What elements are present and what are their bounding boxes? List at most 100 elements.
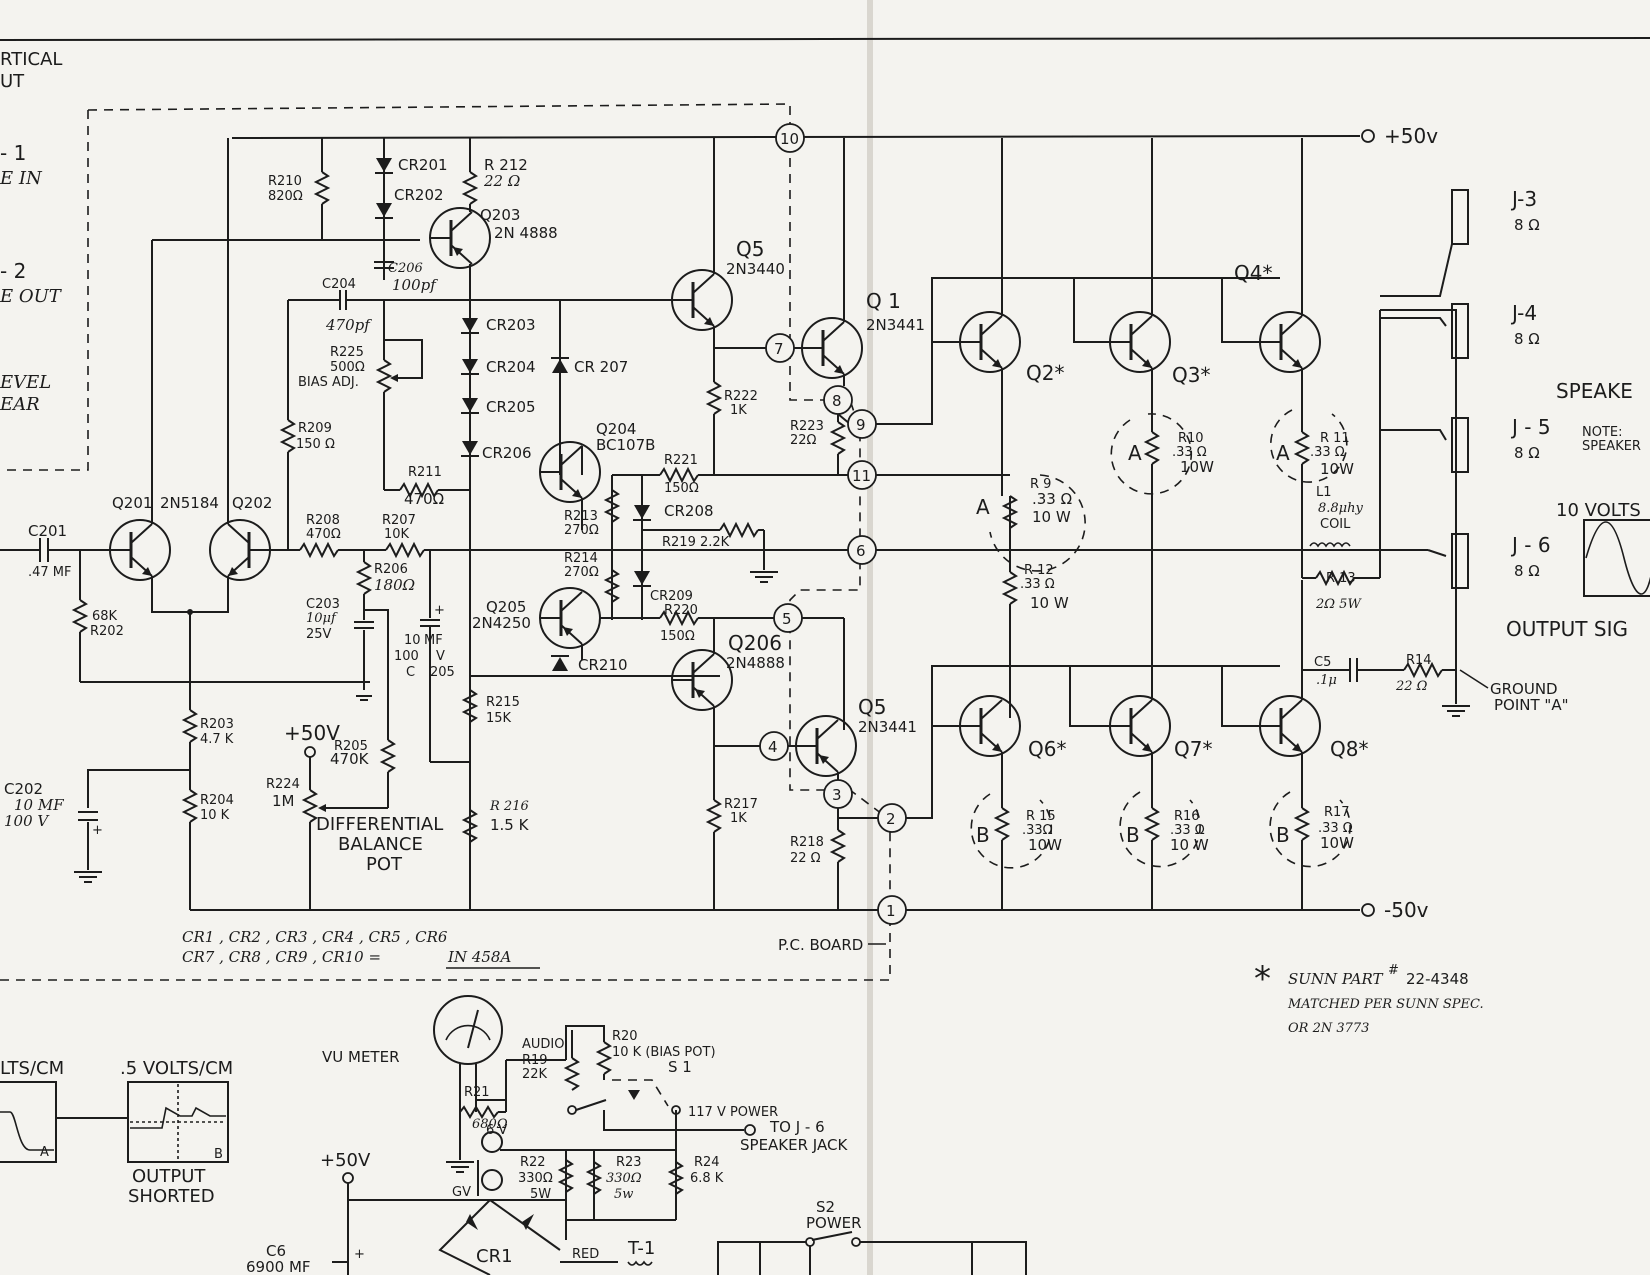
j6-label: J - 6 bbox=[1510, 533, 1551, 557]
r23-value: 330Ω bbox=[606, 1171, 642, 1186]
q205-type: 2N4250 bbox=[472, 614, 531, 632]
q205-label: Q205 bbox=[486, 598, 526, 616]
q205-transistor bbox=[538, 586, 602, 650]
r202-label: R202 bbox=[90, 624, 124, 639]
r218-value: 22 Ω bbox=[790, 851, 821, 866]
r9-power: 10 W bbox=[1032, 508, 1071, 526]
vertical-in-label-1: RTICAL bbox=[0, 49, 62, 70]
c5-value: .1μ bbox=[1316, 673, 1337, 688]
diff-pot-label-1: DIFFERENTIAL bbox=[316, 814, 443, 835]
q201-transistor bbox=[108, 518, 172, 582]
r208-label: R208 bbox=[306, 513, 340, 528]
j5-label: J - 5 bbox=[1510, 415, 1551, 439]
q1-type: 2N3441 bbox=[866, 316, 925, 334]
j3-imp: 8 Ω bbox=[1514, 216, 1540, 234]
r216-label: R 216 bbox=[489, 799, 529, 814]
bottom-scopes: LTS/CM A .5 VOLTS/CM B OUTPUT SHORTED bbox=[0, 1058, 233, 1207]
part-note-line-2: MATCHED PER SUNN SPEC. bbox=[1287, 997, 1484, 1012]
c6-value: 6900 MF bbox=[246, 1258, 311, 1275]
j3-jack[interactable] bbox=[1451, 189, 1469, 245]
r220-label: R220 bbox=[664, 603, 698, 618]
audio-label: AUDIO bbox=[522, 1037, 565, 1052]
pos-rail-label: +50v bbox=[1384, 124, 1438, 148]
node-1[interactable] bbox=[877, 895, 907, 925]
j6-jack[interactable] bbox=[1451, 533, 1469, 589]
c202-value: 10 MF bbox=[14, 796, 64, 814]
scope-right-caption: OUTPUT SIG bbox=[1506, 617, 1628, 641]
neg-rail-terminal[interactable] bbox=[1361, 903, 1375, 917]
r9-label: R 9 bbox=[1030, 477, 1051, 492]
r10-value: .33 Ω bbox=[1172, 445, 1207, 460]
q1-label: Q 1 bbox=[866, 289, 901, 313]
r223-value: 22Ω bbox=[790, 433, 817, 448]
r208-value: 470Ω bbox=[306, 527, 341, 542]
vu-meter-label: VU METER bbox=[322, 1048, 400, 1066]
node-10[interactable] bbox=[775, 123, 805, 153]
r224-value: 1M bbox=[272, 792, 295, 810]
speaker-note-2: SPEAKER bbox=[1582, 439, 1641, 454]
q202-type: 2N5184 bbox=[160, 494, 219, 512]
r20-label: R20 bbox=[612, 1029, 638, 1044]
r16-value: .33 Ω bbox=[1170, 823, 1205, 838]
r216-value: 1.5 K bbox=[490, 816, 530, 834]
q206-transistor bbox=[670, 648, 734, 712]
cr209-label: CR209 bbox=[650, 589, 693, 604]
r10-power: 10W bbox=[1180, 458, 1214, 476]
q4-transistor bbox=[1258, 310, 1322, 374]
r17-marker: B bbox=[1276, 823, 1290, 847]
r15-marker: B bbox=[976, 823, 990, 847]
j5-jack[interactable] bbox=[1451, 417, 1469, 473]
pos-rail-terminal[interactable] bbox=[1361, 129, 1375, 143]
bias-supply-label: +50V bbox=[284, 721, 340, 745]
scope-mid-caption-2: SHORTED bbox=[128, 1186, 215, 1207]
red-wire-label: RED bbox=[572, 1247, 599, 1262]
l1-label: L1 bbox=[1316, 485, 1332, 500]
s2-function: POWER bbox=[806, 1214, 862, 1232]
diff-pot-label-3: POT bbox=[366, 854, 403, 875]
r221-label: R221 bbox=[664, 453, 698, 468]
r23-power: 5w bbox=[614, 1187, 633, 1202]
speaker-note: NOTE: bbox=[1582, 425, 1623, 440]
q3-label: Q3* bbox=[1172, 363, 1210, 387]
r221-value: 150Ω bbox=[664, 481, 699, 496]
scope-left-marker: A bbox=[40, 1145, 49, 1160]
speaker-label: SPEAKE bbox=[1556, 379, 1633, 403]
j1-label-2: E IN bbox=[0, 168, 43, 189]
diode-note-line-1: CR1 , CR2 , CR3 , CR4 , CR5 , CR6 bbox=[182, 928, 448, 946]
svg-text:+: + bbox=[434, 603, 445, 618]
r21-label: R21 bbox=[464, 1085, 490, 1100]
r224-label: R224 bbox=[266, 777, 300, 792]
r24-label: R24 bbox=[694, 1155, 720, 1170]
part-note-line-3: OR 2N 3773 bbox=[1288, 1021, 1369, 1036]
c203-value: 10μf bbox=[306, 611, 338, 626]
c205-value-1: 10 bbox=[404, 633, 421, 648]
q5-top-type: 2N3440 bbox=[726, 260, 785, 278]
r212-label: R 212 bbox=[484, 156, 528, 174]
r222-value: 1K bbox=[730, 403, 747, 418]
r22-label: R22 bbox=[520, 1155, 546, 1170]
lamp-label: 6 V bbox=[486, 1123, 507, 1138]
cr202-label: CR202 bbox=[394, 186, 444, 204]
q202-transistor bbox=[208, 518, 272, 582]
r220-value: 150Ω bbox=[660, 629, 695, 644]
svg-text:9: 9 bbox=[856, 416, 866, 434]
r12-value: .33 Ω bbox=[1020, 577, 1055, 592]
q202-label: Q202 bbox=[232, 494, 272, 512]
r204-label: R204 bbox=[200, 793, 234, 808]
plus50-label: +50V bbox=[320, 1150, 371, 1171]
q5-bot-type: 2N3441 bbox=[858, 718, 917, 736]
c205-value-3: 100 bbox=[394, 649, 419, 664]
l1-value: 8.8μhy bbox=[1318, 501, 1363, 516]
svg-text:+: + bbox=[92, 823, 103, 838]
j4-label: J-4 bbox=[1510, 301, 1537, 325]
q204-transistor bbox=[538, 440, 602, 504]
svg-text:2: 2 bbox=[886, 810, 896, 828]
level-label-1: EVEL bbox=[0, 372, 51, 393]
svg-text:6: 6 bbox=[856, 542, 866, 560]
j4-jack[interactable] bbox=[1451, 303, 1469, 359]
j2-label-2: E OUT bbox=[0, 286, 63, 307]
r17-power: 10W bbox=[1320, 834, 1354, 852]
r210-label: R210 bbox=[268, 174, 302, 189]
q204-label: Q204 bbox=[596, 420, 636, 438]
lamp-icon bbox=[481, 1131, 503, 1153]
